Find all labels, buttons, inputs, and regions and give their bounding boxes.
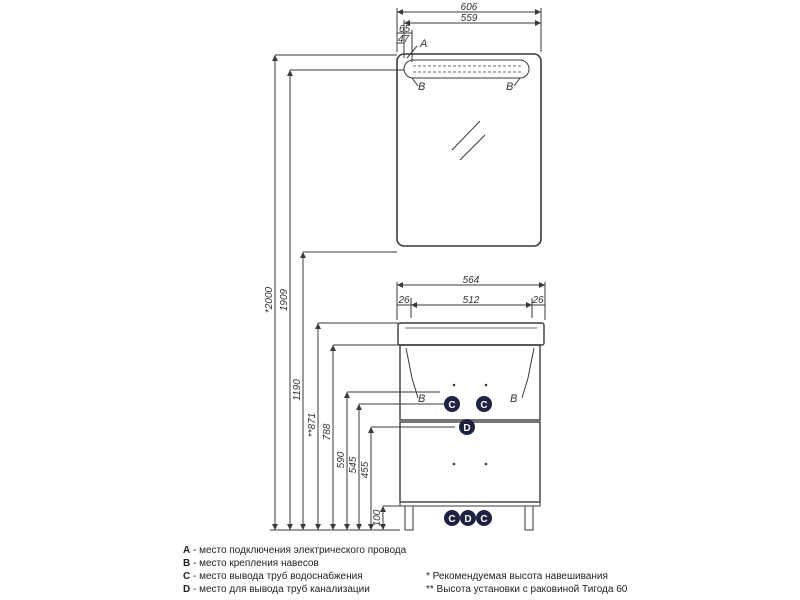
- legend-item-d: D - место для вывода труб канализации: [183, 584, 370, 595]
- dim-mirror-inner-width: 559: [461, 13, 478, 24]
- dim-height-1909: 1909: [279, 288, 290, 311]
- tag-a-electric: A: [419, 38, 427, 50]
- tag-b-mirror-right: B: [506, 81, 513, 93]
- svg-text:C: C: [480, 514, 487, 525]
- vanity-top: [397, 322, 545, 346]
- dim-height-1190: 1190: [292, 379, 303, 401]
- legend-notes: * Рекомендуемая высота навешивания ** Вы…: [426, 570, 627, 596]
- badge-c-left: C: [444, 396, 460, 412]
- svg-text:D: D: [463, 423, 470, 434]
- cabinet-leg-right: [524, 505, 534, 531]
- mirror-reflection-mark: [451, 120, 481, 151]
- legend-item-b: B - место крепления навесов: [183, 558, 319, 569]
- legend-item-a: A - место подключения электрического про…: [183, 545, 407, 556]
- mirror: [396, 53, 542, 247]
- dim-height-100: 100: [372, 509, 383, 526]
- tag-b-cabinet-left: B: [418, 393, 425, 405]
- dim-cabinet-edge-left: 26: [397, 295, 410, 306]
- badge-c-bottom-right: C: [476, 510, 492, 526]
- tag-b-mirror-left: B: [418, 81, 425, 93]
- dim-height-2000: *2000: [264, 286, 275, 313]
- cabinet-leg-left: [404, 505, 414, 531]
- dim-offset-65: 65: [399, 24, 411, 35]
- dim-height-455: 455: [360, 461, 371, 478]
- badge-c-bottom-left: C: [444, 510, 460, 526]
- dim-height-788: 788: [322, 423, 333, 440]
- svg-text:C: C: [448, 514, 455, 525]
- dim-height-545: 545: [348, 456, 359, 473]
- fixing-points: [452, 383, 488, 466]
- legend-note-recommended-height: * Рекомендуемая высота навешивания: [426, 571, 608, 582]
- dim-height-871: **871: [307, 413, 318, 437]
- tag-b-cabinet-right: B: [510, 393, 517, 405]
- legend-note-installation-height: ** Высота установки с раковиной Тигода 6…: [426, 584, 628, 595]
- dim-cabinet-edge-right: 26: [531, 295, 544, 306]
- dim-cabinet-inner: 512: [463, 295, 480, 306]
- dim-height-590: 590: [336, 451, 347, 468]
- svg-text:C: C: [480, 400, 487, 411]
- badge-d-bottom: D: [460, 510, 476, 526]
- badge-c-right: C: [476, 396, 492, 412]
- svg-text:D: D: [464, 514, 471, 525]
- badge-d-upper: D: [459, 419, 475, 435]
- legend-item-c: C - место вывода труб водоснабжения: [183, 571, 363, 582]
- dim-mirror-width: 606: [461, 2, 478, 13]
- upper-drawer: [399, 344, 541, 421]
- mirror-light-bar: [403, 59, 530, 79]
- dim-cabinet-width: 564: [463, 275, 480, 286]
- dim-offset-47: 47: [398, 34, 410, 45]
- legend-codes: A - место подключения электрического про…: [183, 544, 406, 596]
- svg-text:C: C: [448, 400, 455, 411]
